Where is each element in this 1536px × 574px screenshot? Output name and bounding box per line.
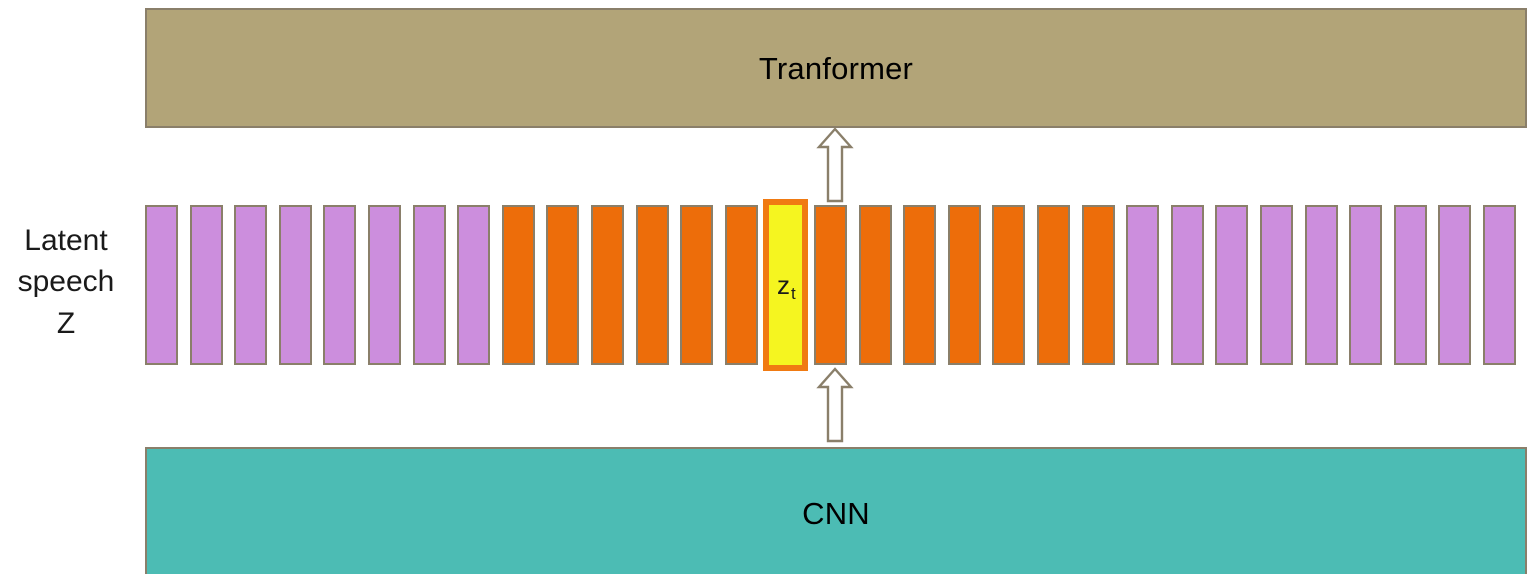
latent-bar-unmasked[interactable] [189,205,223,365]
arrow-up-icon [816,367,854,443]
latent-bar-unmasked[interactable] [1126,205,1160,365]
latent-bar-masked[interactable] [1037,205,1070,365]
latent-bar-unmasked[interactable] [278,205,312,365]
latent-bar-unmasked[interactable] [1304,205,1338,365]
latent-bar-masked[interactable] [903,205,937,365]
current-frame-subscript: t [791,284,796,303]
current-frame-label: zt [777,270,796,303]
latent-bar-unmasked[interactable] [457,205,491,365]
latent-bar-unmasked[interactable] [1483,205,1516,365]
latent-label-line-3: Z [56,306,76,340]
cnn-label: CNN [802,496,870,531]
latent-frame-bars: zt [145,199,1527,371]
transformer-label: Tranformer [758,50,914,86]
arrow-latent-to-transformer [816,127,854,203]
latent-bar-unmasked[interactable] [1393,205,1427,365]
latent-bar-masked[interactable] [546,205,580,365]
latent-bar-masked[interactable] [501,205,535,365]
arrow-cnn-to-latent [816,367,854,443]
latent-bar-unmasked[interactable] [1170,205,1204,365]
latent-bar-unmasked[interactable] [323,205,357,365]
latent-bar-masked[interactable] [992,205,1026,365]
latent-bar-unmasked[interactable] [1260,205,1293,365]
arrow-up-icon [816,127,854,203]
latent-bar-current-frame[interactable]: zt [763,199,809,371]
latent-bar-unmasked[interactable] [1349,205,1383,365]
latent-bar-masked[interactable] [814,205,847,365]
latent-bar-masked[interactable] [680,205,714,365]
transformer-block: Tranformer [145,8,1527,128]
latent-bar-masked[interactable] [947,205,981,365]
latent-bar-unmasked[interactable] [1215,205,1249,365]
cnn-block: CNN [145,447,1527,574]
latent-speech-label: Latent speech Z [0,220,132,344]
latent-label-line-2: speech [17,265,115,299]
latent-bar-masked[interactable] [724,205,758,365]
latent-bar-unmasked[interactable] [145,205,178,365]
latent-bar-unmasked[interactable] [412,205,446,365]
latent-bar-masked[interactable] [635,205,669,365]
latent-label-line-1: Latent [24,224,108,257]
latent-bar-masked[interactable] [1081,205,1115,365]
latent-bar-unmasked[interactable] [234,205,268,365]
latent-bar-masked[interactable] [591,205,624,365]
latent-bar-unmasked[interactable] [1438,205,1472,365]
latent-bar-masked[interactable] [858,205,892,365]
latent-bar-unmasked[interactable] [368,205,401,365]
